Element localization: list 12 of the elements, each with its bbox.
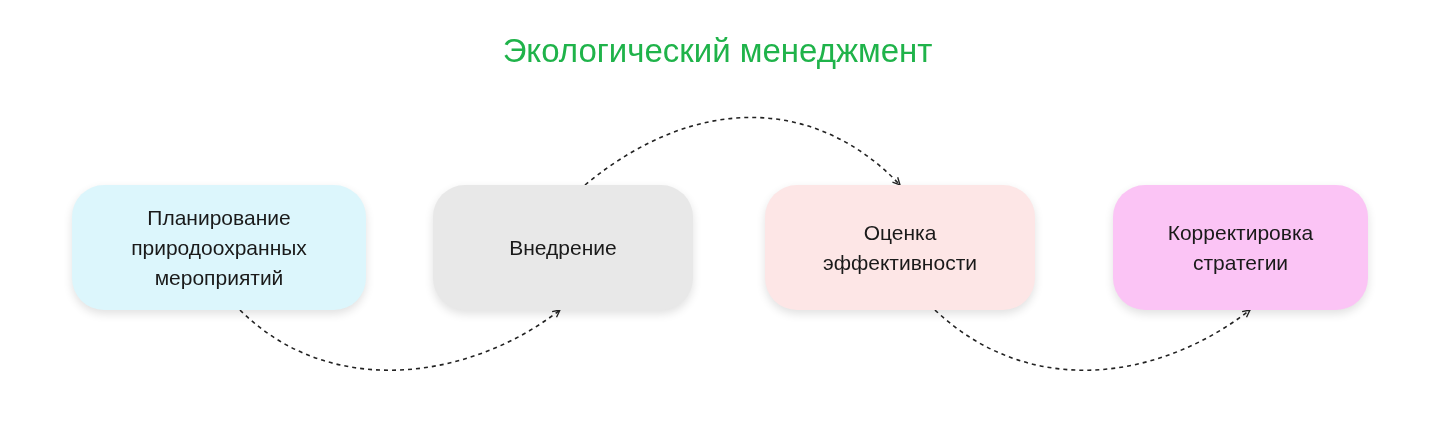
box-label: Корректировка стратегии <box>1166 219 1315 276</box>
box-label: Внедрение <box>509 234 617 261</box>
box-label: Оценка эффективности <box>822 219 978 276</box>
box-label: Планирование природоохранных мероприятий <box>130 204 308 291</box>
dashed-arrow <box>934 309 1251 371</box>
diagram-title: Экологический менеджмент <box>502 32 933 70</box>
rounded-box <box>1113 185 1368 310</box>
dashed-arrow <box>239 309 561 371</box>
rounded-box <box>72 185 366 310</box>
rounded-box <box>765 185 1035 310</box>
dashed-arrow <box>584 116 901 186</box>
rounded-box <box>433 185 693 310</box>
